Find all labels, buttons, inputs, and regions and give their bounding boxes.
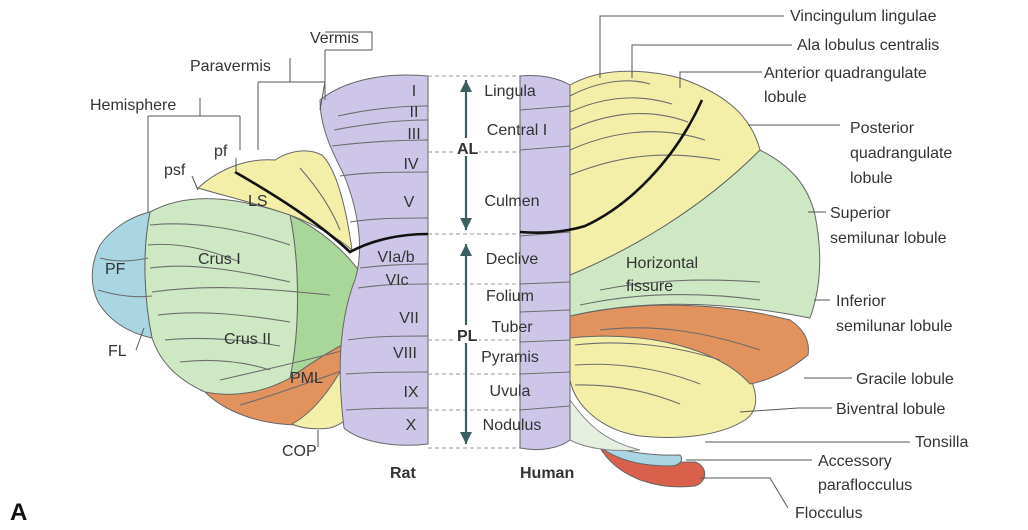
- label-inf-2: semilunar lobule: [836, 318, 953, 335]
- rat-lobule-VIc: VIc: [385, 272, 408, 289]
- lobe-arrows: [460, 80, 472, 444]
- rat-ls-region: [197, 150, 353, 252]
- human-leader-lines: [599, 15, 910, 509]
- horizontal-fissure-label-1: Horizontal: [626, 255, 698, 272]
- human-lobule-culmen: Culmen: [484, 193, 539, 210]
- human-lobule-uvula: Uvula: [490, 383, 531, 400]
- human-vermis-labels: Lingula Central I Culmen Declive Folium …: [481, 83, 547, 434]
- pl-label-bg: [455, 325, 479, 343]
- rat-pf-region: [91, 211, 153, 339]
- rat-bracket-lines: [135, 31, 373, 447]
- label-postq-3: lobule: [850, 170, 893, 187]
- label-pf-blue: PF: [105, 261, 126, 278]
- label-paravermis: Paravermis: [190, 58, 271, 75]
- human-tonsilla-region: [569, 398, 641, 451]
- label-sup-2: semilunar lobule: [830, 230, 947, 247]
- human-side-labels: Vincingulum lingulae Ala lobulus central…: [764, 8, 968, 522]
- human-lobule-tuber: Tuber: [491, 319, 533, 336]
- rat-lobule-X: X: [406, 417, 417, 434]
- human-gracile-region: [569, 304, 809, 385]
- human-lobule-declive: Declive: [486, 251, 539, 268]
- label-vermis: Vermis: [310, 30, 359, 47]
- lobe-al-label: AL: [457, 141, 479, 158]
- rat-lobule-VII: VII: [399, 310, 419, 327]
- label-crus1: Crus I: [198, 251, 241, 268]
- human-fissure-line: [519, 99, 704, 235]
- label-flocculus: Flocculus: [795, 505, 863, 522]
- label-gracile: Gracile lobule: [856, 371, 954, 388]
- human-caption: Human: [520, 465, 574, 482]
- human-folia-lines: [569, 80, 761, 405]
- label-sup-1: Superior: [830, 205, 891, 222]
- label-accessory-1: Accessory: [818, 453, 892, 470]
- human-lobule-central: Central I: [487, 122, 547, 139]
- label-psf: psf: [164, 162, 186, 179]
- label-cop: COP: [282, 443, 317, 460]
- human-cerebellum: [519, 70, 821, 488]
- label-antq-2: lobule: [764, 89, 807, 106]
- rat-folia-lines: [97, 167, 351, 406]
- label-ls: LS: [248, 193, 268, 210]
- label-crus2: Crus II: [224, 331, 271, 348]
- rat-cerebellum: [91, 74, 429, 446]
- rat-caption: Rat: [390, 465, 416, 482]
- label-ala: Ala lobulus centralis: [797, 37, 939, 54]
- lobe-pl-label: PL: [457, 328, 478, 345]
- al-label-bg: [455, 138, 479, 156]
- label-tonsilla: Tonsilla: [915, 434, 968, 451]
- rat-lobule-labels: I II III IV V VIa/b VIc VII VIII IX X: [377, 83, 420, 434]
- label-vincingulum: Vincingulum lingulae: [790, 8, 937, 25]
- label-fl: FL: [108, 343, 127, 360]
- human-vermis-region: [519, 75, 571, 451]
- label-pml: PML: [290, 370, 323, 387]
- human-lobule-lingula: Lingula: [484, 83, 536, 100]
- rat-fissure-line: [234, 170, 429, 254]
- rat-region-labels: LS PF Crus I Crus II PML FL COP pf psf H…: [90, 30, 359, 460]
- rat-lobule-IX: IX: [403, 384, 418, 401]
- human-lobule-nodulus: Nodulus: [483, 417, 542, 434]
- label-pf: pf: [214, 143, 228, 160]
- label-hemisphere: Hemisphere: [90, 97, 176, 114]
- panel-letter: A: [10, 499, 27, 526]
- label-accessory-2: paraflocculus: [818, 477, 912, 494]
- label-inf-1: Inferior: [836, 293, 886, 310]
- rat-lobule-IV: IV: [403, 156, 418, 173]
- label-postq-1: Posterior: [850, 120, 915, 137]
- human-vermis-folia: [519, 105, 571, 411]
- label-antq-1: Anterior quadrangulate: [764, 65, 927, 82]
- horizontal-fissure-label-2: fissure: [626, 278, 673, 295]
- rat-lobule-III: III: [407, 126, 420, 143]
- label-postq-2: quadrangulate: [850, 145, 952, 162]
- human-accessory-paraflocculus-region: [589, 437, 683, 467]
- rat-lobule-VIII: VIII: [393, 345, 417, 362]
- rat-lobule-II: II: [410, 104, 419, 121]
- rat-lobule-V: V: [404, 194, 415, 211]
- rat-vermis-folia: [331, 105, 429, 411]
- human-lobule-folium: Folium: [486, 288, 534, 305]
- human-lobule-pyramis: Pyramis: [481, 349, 539, 366]
- rat-lobule-VIa-b: VIa/b: [377, 249, 414, 266]
- label-biventral: Biventral lobule: [836, 401, 946, 418]
- rat-lobule-I: I: [412, 83, 416, 100]
